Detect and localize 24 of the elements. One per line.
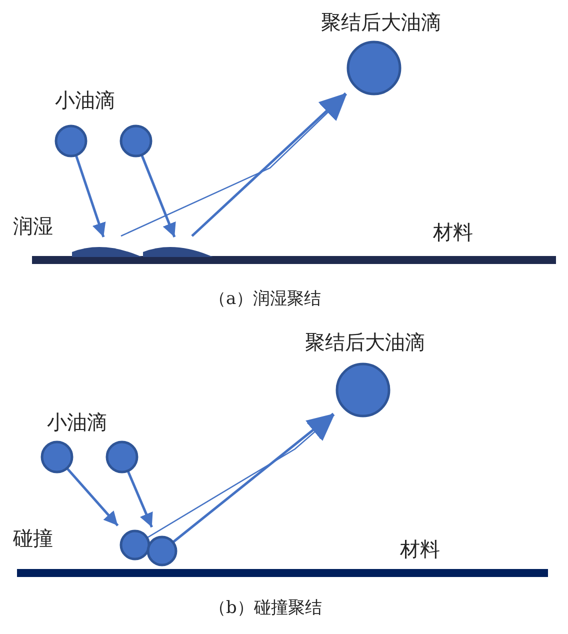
droplet-label: 小油滴 — [47, 410, 107, 434]
oil-droplet — [146, 535, 178, 567]
droplet-label: 聚结后大油滴 — [304, 330, 426, 354]
oil-droplet — [119, 124, 153, 158]
caption: （a）润湿聚结 — [209, 288, 322, 310]
caption: （b）碰撞聚结 — [209, 597, 322, 619]
arrow — [74, 154, 106, 238]
arrow — [191, 92, 346, 237]
process-label: 润湿 — [13, 214, 53, 238]
arrow — [146, 414, 335, 538]
arrow — [66, 467, 119, 526]
arrow — [120, 94, 348, 237]
material-label: 材料 — [400, 537, 440, 561]
arrow — [126, 470, 153, 528]
droplet-label: 小油滴 — [55, 88, 115, 112]
oil-droplet — [119, 529, 151, 561]
arrow — [172, 412, 334, 544]
oil-droplet — [40, 440, 74, 474]
oil-droplet — [54, 124, 88, 158]
material-label: 材料 — [433, 220, 473, 244]
oil-droplet — [105, 440, 139, 474]
droplet-label: 聚结后大油滴 — [320, 10, 442, 34]
arrow — [140, 154, 176, 238]
process-label: 碰撞 — [13, 526, 53, 550]
